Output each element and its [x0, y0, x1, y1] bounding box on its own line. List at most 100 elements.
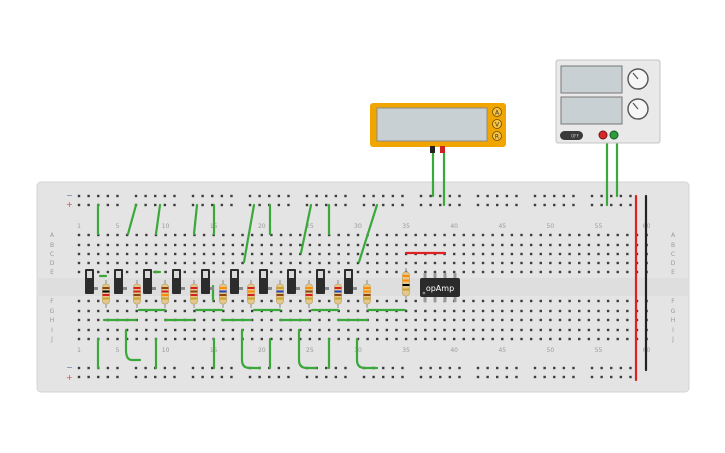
- opamp-chip[interactable]: opAmp: [420, 273, 460, 302]
- column-number-label: 10: [162, 223, 170, 230]
- breadboard-center-channel: [37, 278, 689, 296]
- row-letter-label: C: [50, 251, 54, 258]
- row-letter-label: A: [50, 232, 55, 239]
- resistor[interactable]: [161, 280, 169, 308]
- column-number-label: 35: [402, 223, 410, 230]
- resistor[interactable]: [102, 280, 110, 308]
- column-number-label: 30: [354, 223, 362, 230]
- column-number-label: 55: [595, 347, 603, 354]
- power-supply[interactable]: OFF: [555, 59, 661, 144]
- switches: [85, 269, 357, 294]
- jumper-wire[interactable]: [357, 203, 379, 264]
- row-letter-label: I: [672, 327, 674, 334]
- row-letter-label: F: [50, 298, 54, 305]
- row-letter-label: G: [50, 308, 55, 315]
- column-number-label: 40: [450, 223, 458, 230]
- column-number-label: 55: [595, 223, 603, 230]
- row-letter-label: J: [671, 336, 674, 343]
- column-number-label: 25: [306, 347, 314, 354]
- column-number-label: 35: [402, 347, 410, 354]
- row-letter-label: H: [671, 317, 676, 324]
- row-letter-label: D: [671, 260, 676, 267]
- slide-switch[interactable]: [85, 269, 98, 294]
- column-number-label: 25: [306, 223, 314, 230]
- column-number-label: 20: [258, 347, 266, 354]
- power-supply-terminal-positive[interactable]: [598, 130, 608, 140]
- multimeter-button-v-label: V: [495, 122, 500, 129]
- row-letter-label: E: [50, 269, 54, 276]
- multimeter-probe-red[interactable]: [440, 146, 445, 153]
- multimeter-button-r[interactable]: [492, 131, 502, 141]
- wires: [96, 138, 619, 370]
- breadboard-holes: [77, 194, 648, 379]
- multimeter-buttons: A V R: [492, 107, 502, 141]
- resistor[interactable]: [276, 280, 284, 308]
- slide-switch[interactable]: [230, 269, 243, 294]
- jumper-wire[interactable]: [126, 203, 138, 236]
- jumper-wire[interactable]: [154, 203, 162, 236]
- power-supply-display-top: [560, 65, 623, 94]
- slide-switch[interactable]: [143, 269, 156, 294]
- column-number-label: 1: [77, 223, 81, 230]
- column-number-label: 20: [258, 223, 266, 230]
- row-letter-label: J: [50, 336, 53, 343]
- multimeter[interactable]: A V R: [370, 103, 506, 153]
- resistor[interactable]: [133, 280, 141, 308]
- rail-plus-top: +: [66, 200, 73, 209]
- row-letter-label: D: [50, 260, 55, 267]
- resistor[interactable]: [334, 280, 342, 308]
- slide-switch[interactable]: [287, 269, 300, 294]
- row-letter-label: C: [671, 251, 675, 258]
- rail-minus-bottom: −: [66, 363, 73, 372]
- slide-switch[interactable]: [201, 269, 214, 294]
- jumper-wire[interactable]: [240, 328, 262, 370]
- jumper-wire[interactable]: [355, 337, 379, 370]
- jumper-wire[interactable]: [297, 328, 318, 370]
- column-number-label: 1: [77, 347, 81, 354]
- multimeter-probe-black[interactable]: [430, 146, 435, 153]
- row-letter-label: B: [671, 242, 675, 249]
- multimeter-button-v[interactable]: [492, 119, 502, 129]
- slide-switch[interactable]: [316, 269, 329, 294]
- row-letter-label: E: [671, 269, 675, 276]
- column-number-label: 5: [116, 347, 120, 354]
- resistor[interactable]: [305, 280, 313, 308]
- jumper-wire[interactable]: [299, 203, 313, 255]
- row-letter-label: B: [50, 242, 54, 249]
- row-letter-label: A: [671, 232, 676, 239]
- resistor[interactable]: [363, 280, 371, 308]
- column-number-label: 45: [498, 347, 506, 354]
- slide-switch[interactable]: [114, 269, 127, 294]
- power-supply-display-bottom: [560, 96, 623, 125]
- power-supply-switch-label: OFF: [571, 134, 579, 139]
- rail-plus-bottom: +: [66, 373, 73, 382]
- opamp-label: opAmp: [426, 284, 454, 293]
- power-supply-switch[interactable]: [560, 131, 583, 140]
- column-number-label: 10: [162, 347, 170, 354]
- resistors: [102, 268, 410, 308]
- column-number-label: 50: [547, 347, 555, 354]
- column-number-label: 5: [116, 223, 120, 230]
- rail-minus-top: −: [66, 191, 73, 200]
- resistor[interactable]: [219, 280, 227, 308]
- resistor[interactable]: [402, 268, 410, 300]
- row-letter-label: G: [671, 308, 676, 315]
- multimeter-button-a[interactable]: [492, 107, 502, 117]
- resistor[interactable]: [247, 280, 255, 308]
- jumper-wire[interactable]: [192, 203, 199, 236]
- multimeter-button-a-label: A: [495, 110, 500, 117]
- power-supply-terminal-negative[interactable]: [609, 130, 619, 140]
- jumper-wire[interactable]: [242, 203, 256, 264]
- slide-switch[interactable]: [259, 269, 272, 294]
- column-number-label: 40: [450, 347, 458, 354]
- resistor[interactable]: [190, 280, 198, 308]
- column-number-label: 50: [547, 223, 555, 230]
- slide-switch[interactable]: [344, 269, 357, 294]
- slide-switch[interactable]: [172, 269, 185, 294]
- jumper-wire[interactable]: [124, 328, 142, 362]
- row-letter-label: I: [51, 327, 53, 334]
- multimeter-display: [376, 107, 488, 142]
- multimeter-button-r-label: R: [495, 134, 499, 141]
- column-number-label: 45: [498, 223, 506, 230]
